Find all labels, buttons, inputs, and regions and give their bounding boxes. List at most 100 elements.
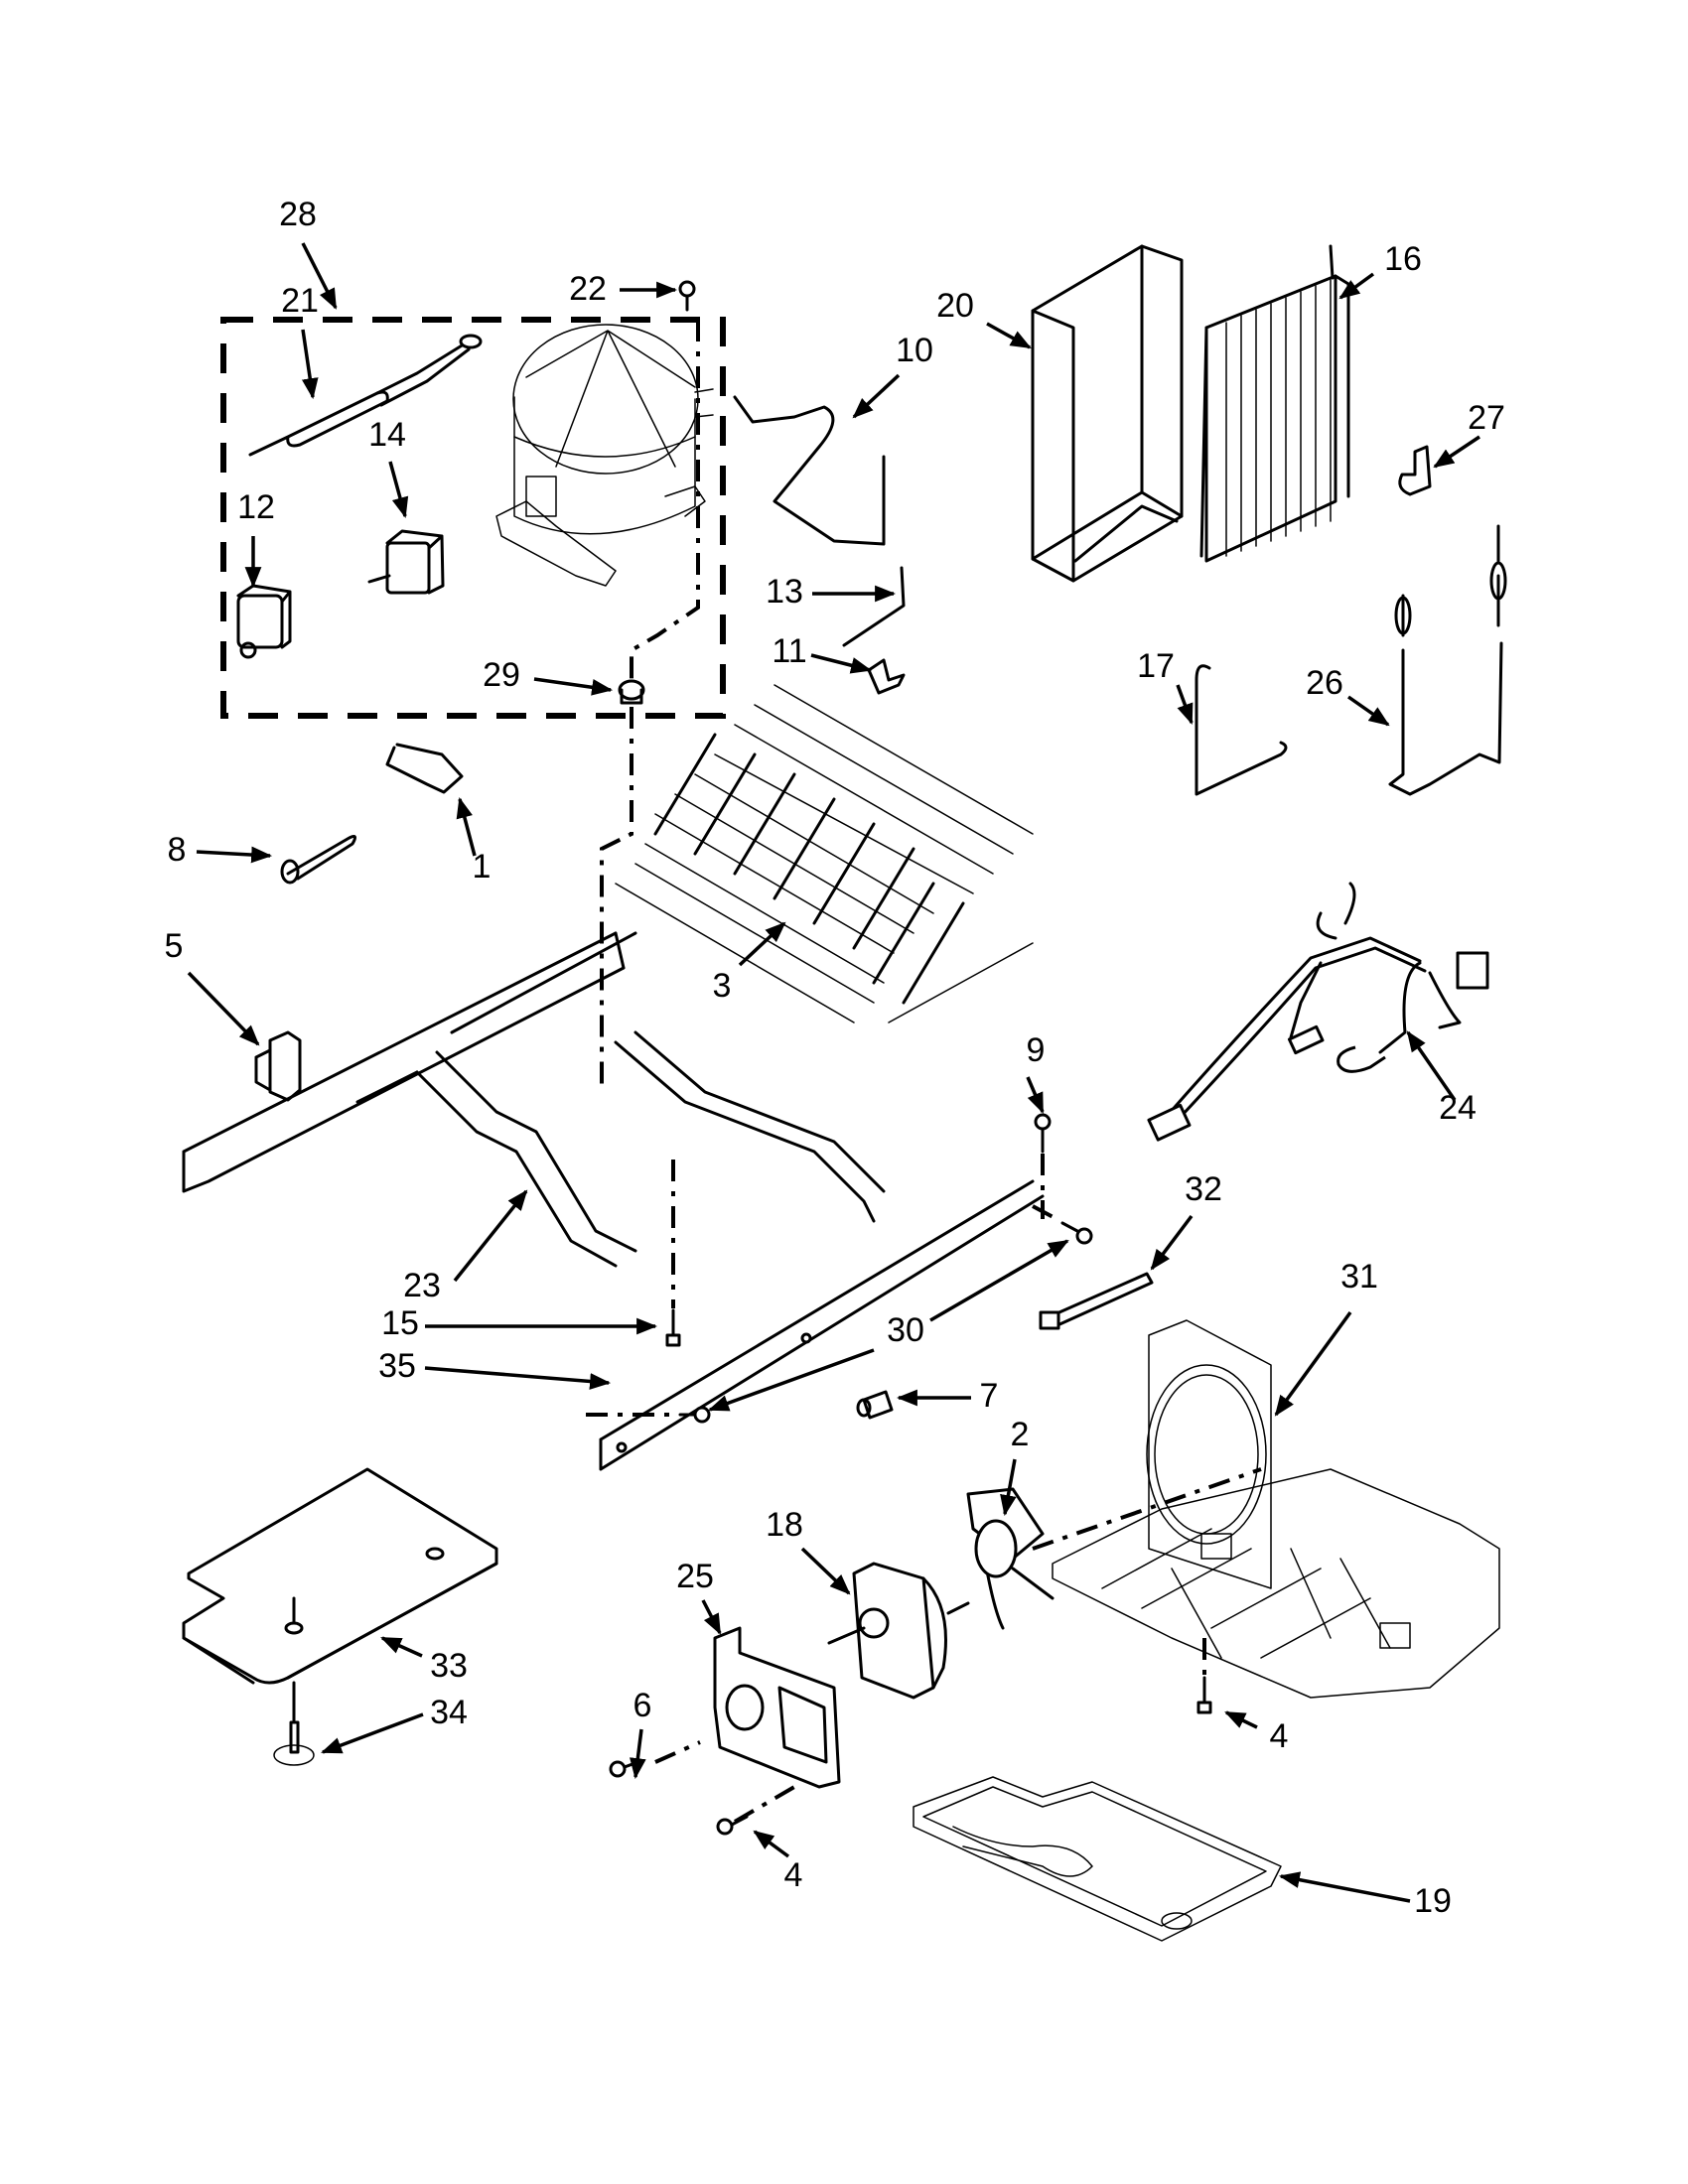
callout-1[interactable]: 1: [473, 848, 492, 886]
callout-6[interactable]: 6: [633, 1687, 652, 1724]
motor-bracket-part[interactable]: [713, 1626, 841, 1789]
screw-4-left-part[interactable]: [716, 1815, 749, 1836]
callout-26[interactable]: 26: [1306, 664, 1343, 702]
relay-part[interactable]: [236, 584, 292, 659]
callout-23[interactable]: 23: [403, 1267, 441, 1304]
callout-35[interactable]: 35: [378, 1347, 416, 1385]
cable-tie-part[interactable]: [1039, 1272, 1154, 1330]
callout-2[interactable]: 2: [1011, 1416, 1030, 1453]
callout-13[interactable]: 13: [766, 573, 803, 611]
leader-30-right: [929, 1239, 1069, 1322]
leader-25: [701, 1599, 722, 1635]
tube-10-part[interactable]: [733, 395, 886, 546]
callout-29[interactable]: 29: [483, 656, 520, 694]
drier-part[interactable]: [248, 334, 483, 457]
screw-15-part[interactable]: [665, 1308, 681, 1347]
callout-24[interactable]: 24: [1439, 1089, 1477, 1127]
drain-pan-part[interactable]: [913, 1776, 1282, 1942]
fan-motor-part[interactable]: [827, 1562, 970, 1700]
leader-1: [456, 796, 477, 857]
callout-28[interactable]: 28: [279, 196, 317, 233]
frame-rail-23-part[interactable]: [182, 931, 886, 1268]
screw-30-right-part[interactable]: [1060, 1221, 1093, 1245]
clip-11-part[interactable]: [867, 658, 906, 695]
callout-18[interactable]: 18: [766, 1506, 803, 1544]
callout-15[interactable]: 15: [381, 1304, 419, 1342]
leader-28: [301, 242, 338, 310]
base-plate-part[interactable]: [182, 1467, 498, 1685]
callout-30[interactable]: 30: [887, 1311, 924, 1349]
screw-30-left-part[interactable]: [678, 1406, 711, 1424]
callout-12[interactable]: 12: [237, 488, 275, 526]
clip-27-part[interactable]: [1398, 445, 1432, 496]
grommet-part[interactable]: [618, 679, 645, 705]
callout-7[interactable]: 7: [980, 1377, 999, 1415]
leader-17: [1176, 684, 1194, 725]
leader-4-right: [1224, 1710, 1258, 1729]
leader-31: [1274, 1310, 1352, 1417]
callout-17[interactable]: 17: [1137, 647, 1175, 685]
leader-2: [1000, 1458, 1017, 1517]
callout-4-left[interactable]: 4: [784, 1856, 803, 1894]
leader-4-left: [753, 1830, 790, 1858]
clip-1-part[interactable]: [385, 743, 464, 794]
screw-22-part[interactable]: [678, 280, 696, 312]
leader-5: [187, 971, 260, 1046]
callout-31[interactable]: 31: [1340, 1258, 1378, 1296]
callout-22[interactable]: 22: [569, 270, 607, 308]
leader-9: [1026, 1076, 1045, 1114]
screw-9-part[interactable]: [1034, 1113, 1052, 1154]
condenser-part[interactable]: [1199, 244, 1350, 563]
callout-27[interactable]: 27: [1468, 399, 1505, 437]
leader-32: [1150, 1214, 1194, 1271]
compressor-part[interactable]: [495, 324, 714, 587]
callout-20[interactable]: 20: [936, 287, 974, 325]
leader-6b: [630, 1728, 646, 1780]
condenser-shroud-part[interactable]: [1031, 244, 1184, 583]
spacer-part[interactable]: [856, 1390, 894, 1420]
leader-11: [810, 653, 873, 674]
clamp-part[interactable]: [254, 1030, 302, 1102]
insulation-part[interactable]: [280, 834, 357, 885]
callout-34[interactable]: 34: [430, 1694, 468, 1731]
callout-33[interactable]: 33: [430, 1647, 468, 1685]
alignment-line-screw-30: [1032, 1204, 1061, 1223]
leader-29: [533, 677, 614, 696]
leader-26: [1346, 695, 1390, 727]
callout-5[interactable]: 5: [165, 927, 184, 965]
tube-assembly-part[interactable]: [1388, 524, 1507, 796]
alignment-line-compressor: [630, 320, 700, 685]
callout-32[interactable]: 32: [1185, 1170, 1222, 1208]
callout-19[interactable]: 19: [1414, 1882, 1452, 1920]
overload-part[interactable]: [367, 529, 445, 595]
leader-33: [380, 1636, 423, 1658]
callout-21[interactable]: 21: [281, 282, 319, 320]
screw-4-right-part[interactable]: [1196, 1676, 1212, 1714]
callout-labels: 28 21 14 12 22 29 20 10 16 27 13 11 17 2…: [165, 196, 1505, 1920]
callout-10[interactable]: 10: [896, 332, 933, 369]
condenser-coil-part[interactable]: [615, 684, 1034, 1024]
leader-19: [1278, 1871, 1411, 1903]
leader-34: [321, 1712, 424, 1754]
callout-16[interactable]: 16: [1384, 240, 1422, 278]
wire-harness-part[interactable]: [1147, 882, 1489, 1142]
callout-8[interactable]: 8: [168, 831, 187, 869]
tube-13-part[interactable]: [842, 566, 906, 647]
rail-35-part[interactable]: [599, 1179, 1045, 1471]
leader-23: [453, 1189, 528, 1283]
callout-3[interactable]: 3: [713, 967, 732, 1005]
leader-3: [738, 921, 786, 967]
fan-shroud-base-part[interactable]: [1052, 1319, 1500, 1699]
callout-14[interactable]: 14: [368, 416, 406, 454]
callout-4-right[interactable]: 4: [1270, 1717, 1289, 1755]
fan-blade-part[interactable]: [966, 1487, 1055, 1630]
leader-21: [301, 329, 319, 400]
leader-lines: [187, 242, 1480, 1903]
tube-17-part[interactable]: [1195, 664, 1288, 796]
alignment-line-screw-4b: [733, 1785, 796, 1824]
callout-9[interactable]: 9: [1027, 1031, 1046, 1069]
push-pin-part[interactable]: [273, 1681, 315, 1766]
callout-11[interactable]: 11: [772, 632, 806, 670]
callout-25[interactable]: 25: [676, 1558, 714, 1595]
